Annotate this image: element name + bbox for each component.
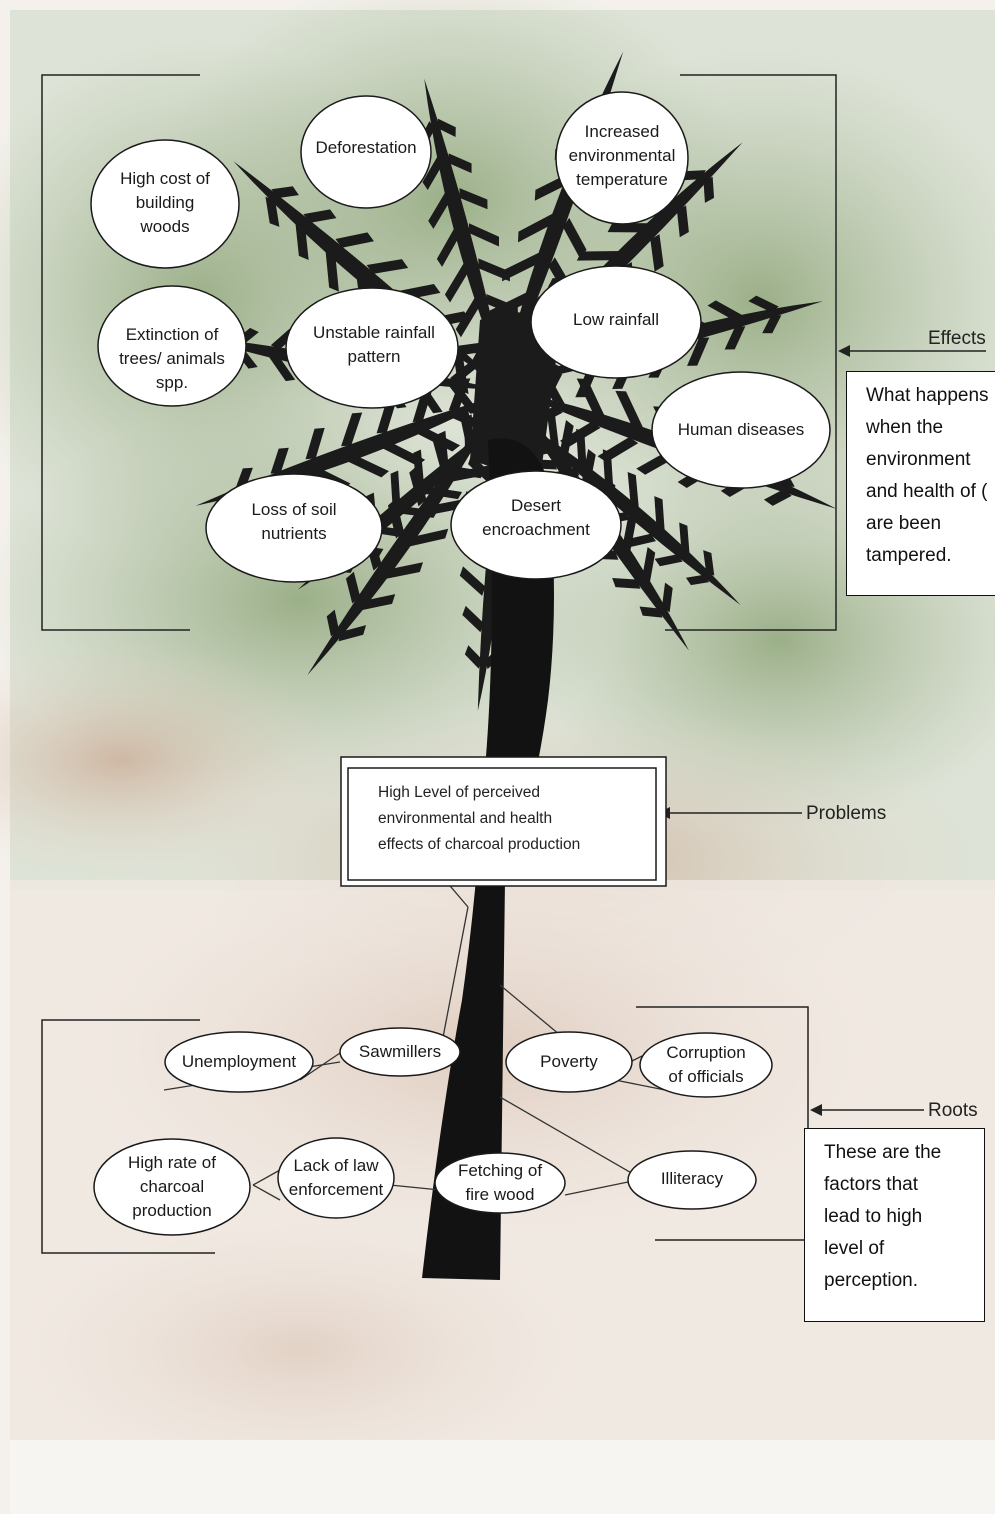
problem-box: [340, 756, 667, 887]
ellipse-lack-law: [277, 1137, 395, 1219]
root-unemployment: Unemployment: [181, 1052, 297, 1071]
effects-arrow: [838, 345, 986, 357]
root-illiteracy: Illiteracy: [660, 1169, 724, 1188]
ellipse-corruption: [639, 1032, 773, 1098]
roots-label: Roots: [928, 1100, 978, 1121]
effect-human-diseases: Human diseases: [677, 420, 805, 439]
problem-statement: High Level of perceived environmental an…: [378, 784, 581, 853]
root-poverty: Poverty: [540, 1052, 598, 1071]
roots-arrow: [810, 1104, 924, 1116]
ellipse-human-diseases: [651, 371, 831, 489]
ellipse-illiteracy: [627, 1150, 757, 1210]
ellipse-poverty: [505, 1031, 633, 1093]
ellipse-extinction: [97, 285, 247, 407]
problems-label: Problems: [806, 803, 887, 824]
ellipse-deforestation: [300, 95, 432, 209]
effects-description-box: What happens when the environment and he…: [846, 371, 995, 596]
effect-low-rainfall: Low rainfall: [573, 310, 659, 329]
effects-label: Effects: [928, 328, 986, 349]
ellipse-high-rate-charcoal: [93, 1138, 251, 1236]
ellipse-fetching-firewood: [434, 1152, 566, 1214]
effects-bracket: [41, 74, 837, 631]
palm-canopy-icon: [184, 39, 850, 714]
ellipse-low-rainfall: [530, 265, 702, 379]
ellipse-loss-soil-nutrients: [205, 473, 383, 583]
ellipse-sawmillers: [339, 1027, 461, 1077]
ellipse-unstable-rainfall: [285, 287, 459, 409]
ellipse-increased-temperature: [555, 91, 689, 225]
root-sawmillers: Sawmillers: [358, 1042, 442, 1061]
ellipse-desert-encroachment: [450, 470, 622, 580]
ellipse-unemployment: [164, 1031, 314, 1093]
roots-bracket: [41, 1006, 809, 1254]
roots-description-box: These are the factors that lead to high …: [804, 1128, 985, 1322]
effect-deforestation: Deforestation: [315, 138, 417, 157]
ellipse-high-cost-wood: [90, 139, 240, 269]
